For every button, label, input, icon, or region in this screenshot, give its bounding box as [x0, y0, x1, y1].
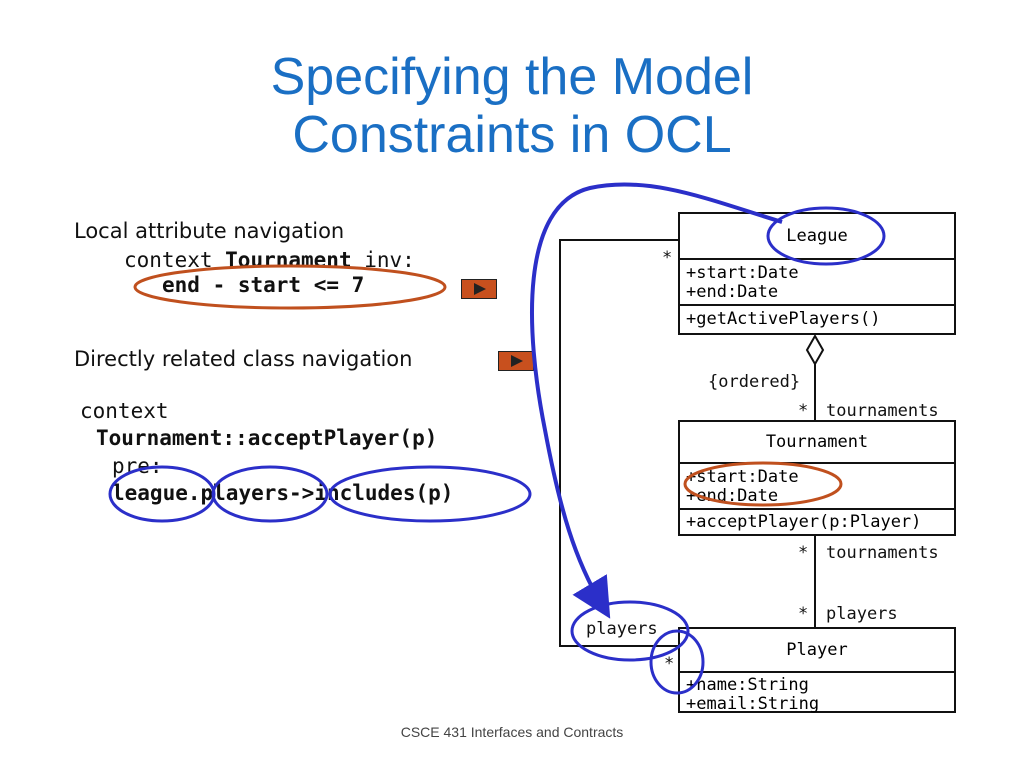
league-player-association: [559, 239, 678, 647]
tournament-attr-end: +end:Date: [686, 486, 779, 506]
tournament-class[interactable]: Tournament +start:Date +end:Date +accept…: [678, 420, 956, 536]
player-class[interactable]: Player +name:String +email:String: [678, 627, 956, 716]
tournament-attr-start: +start:Date: [686, 467, 799, 487]
play-button-direct[interactable]: [498, 351, 534, 371]
slide-title: Specifying the Model Constraints in OCL: [0, 48, 1024, 164]
player-multiplicity-left: *: [664, 654, 675, 674]
blue-oval-players-role: [570, 600, 690, 662]
context-operation: Tournament::acceptPlayer(p): [96, 426, 438, 450]
ordered-constraint: {ordered}: [708, 372, 801, 392]
expr-league: league: [112, 481, 188, 505]
league-attr-end: +end:Date: [686, 282, 779, 302]
player-attr-name: +name:String: [686, 675, 809, 695]
league-attr-start: +start:Date: [686, 263, 799, 283]
blue-navigation-arrow: [530, 182, 783, 619]
expr-includes: ->includes(p): [289, 481, 454, 505]
players-role: players: [826, 604, 898, 624]
context-keyword: context: [124, 248, 226, 272]
player-attr-email: +email:String: [686, 694, 820, 714]
tournament-class-name: Tournament: [765, 432, 869, 452]
title-line-1: Specifying the Model: [270, 48, 754, 106]
title-line-2: Constraints in OCL: [292, 106, 732, 164]
direct-navigation-heading: Directly related class navigation: [74, 347, 413, 371]
player-class-name: Player: [786, 640, 848, 660]
context-keyword-2: context: [80, 399, 169, 423]
blue-oval-league: [108, 465, 216, 523]
local-expression: end - start <= 7: [162, 273, 365, 297]
league-op-active-players: +getActivePlayers(): [686, 309, 881, 329]
tournaments-role-top: tournaments: [826, 401, 939, 421]
league-attributes: +start:Date +end:Date: [680, 258, 954, 304]
tournaments-role-bottom: tournaments: [826, 543, 939, 563]
tournament-attributes: +start:Date +end:Date: [680, 462, 954, 508]
players-multiplicity: *: [798, 604, 809, 624]
tournament-multiplicity-top: *: [798, 401, 809, 421]
player-attributes: +name:String +email:String: [680, 671, 954, 716]
blue-oval-player-star: [649, 629, 705, 695]
orange-oval-local-expression: [133, 264, 447, 310]
slide-footer: CSCE 431 Interfaces and Contracts: [400, 724, 624, 740]
orange-oval-tournament-attrs: [683, 461, 843, 507]
league-class-name: League: [786, 226, 848, 246]
blue-oval-players: [211, 465, 329, 523]
expr-dot: .: [187, 481, 201, 505]
tournament-op-accept-player: +acceptPlayer(p:Player): [686, 512, 922, 532]
league-class[interactable]: League +start:Date +end:Date +getActiveP…: [678, 212, 956, 335]
tournament-operations: +acceptPlayer(p:Player): [680, 508, 954, 534]
play-button-local[interactable]: [461, 279, 497, 299]
local-attribute-heading: Local attribute navigation: [74, 219, 345, 243]
league-operations: +getActivePlayers(): [680, 304, 954, 331]
players-role-left: players: [586, 619, 658, 639]
blue-oval-includes: [328, 465, 532, 523]
tournament-multiplicity-bottom: *: [798, 543, 809, 563]
blue-oval-league-class: [766, 206, 886, 266]
league-multiplicity: *: [662, 248, 673, 268]
